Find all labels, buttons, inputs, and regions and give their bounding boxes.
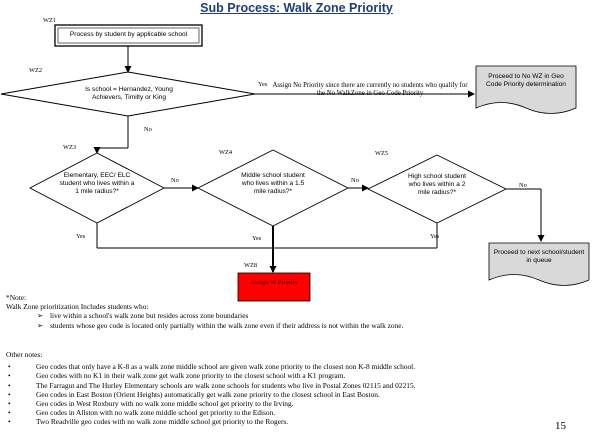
page-title: Sub Process: Walk Zone Priority <box>200 1 393 15</box>
bullet-icon: • <box>8 408 11 418</box>
decision-wz3: Elementary, EEC/ ELC student who lives w… <box>59 172 135 196</box>
proceed-no-wz-shape <box>475 65 577 114</box>
assign-no-priority-text: Assign No Priority since there are curre… <box>272 82 468 98</box>
bullet-icon: • <box>8 362 11 372</box>
tag-wz2: WZ2 <box>29 67 43 74</box>
start-box-inner <box>57 27 200 44</box>
other-notes-heading: Other notes: <box>6 350 43 359</box>
edge-label-yes-wz2: Yes <box>258 81 268 88</box>
edge-label-yes-wz5: Yes <box>430 233 440 240</box>
decision-wz5: High school student who lives within a 2… <box>408 173 466 197</box>
assign-wz-priority-shape <box>237 272 311 302</box>
list-item: •Geo codes in Allston with no walk zone … <box>8 408 276 418</box>
list-item: •The Farragut and The Hurley Elementary … <box>8 380 416 390</box>
edge-label-no-wz4: No <box>351 177 359 184</box>
arrow-bullet-icon: ➢ <box>37 311 44 321</box>
start-box: Process by student by applicable school <box>69 31 188 38</box>
bullet-icon: • <box>8 399 11 409</box>
other-notes-list: •Geo codes that only have a K-8 as a wal… <box>6 362 591 426</box>
proceed-next: Proceed to next school/student in queue <box>493 249 585 265</box>
proceed-no-wz: Proceed to No WZ in Geo Code Priority de… <box>486 73 566 89</box>
edge-label-no-wz2: No <box>144 126 152 133</box>
bullet-icon: • <box>8 380 11 390</box>
tag-wz4: WZ4 <box>219 149 233 156</box>
proceed-next-shape <box>488 242 590 286</box>
decision-wz4: Middle school student who lives within a… <box>241 172 305 196</box>
list-item: ➢students whose geo code is located only… <box>37 320 404 330</box>
other-notes-section: Other notes: •Geo codes that only have a… <box>6 350 591 427</box>
edge-label-yes-wz4: Yes <box>252 235 262 242</box>
assign-wz-priority: Assign W Priority <box>250 279 298 286</box>
list-item: •Geo codes in East Boston (Orient Height… <box>8 389 380 399</box>
arrow-bullet-icon: ➢ <box>37 320 44 330</box>
tag-wz5: WZ5 <box>375 150 389 157</box>
tag-wz1: WZ1 <box>43 17 57 24</box>
bullet-icon: • <box>8 417 11 427</box>
page-number: 15 <box>555 420 566 432</box>
list-item: •Geo codes in West Roxbury with no walk … <box>8 399 294 409</box>
list-item: ➢live within a school's walk zone but re… <box>37 311 249 321</box>
edge-label-no-wz5: No <box>519 182 527 189</box>
tag-wz3: WZ3 <box>63 144 77 151</box>
list-item: •Geo codes with no K1 in their walk zone… <box>8 371 346 381</box>
tag-wz8: WZ8 <box>244 262 258 269</box>
note-list: ➢live within a school's walk zone but re… <box>6 311 591 329</box>
list-item: •Two Readville geo codes with no walk zo… <box>8 417 289 427</box>
bullet-icon: • <box>8 371 11 381</box>
list-item: •Geo codes that only have a K-8 as a wal… <box>8 362 416 372</box>
note-intro: Walk Zone prioritization Includes studen… <box>6 302 149 312</box>
note-section: *Note: Walk Zone prioritization Includes… <box>6 293 591 330</box>
edge-label-yes-wz3: Yes <box>76 233 86 240</box>
edge-label-no-wz3: No <box>171 177 179 184</box>
note-heading: *Note: <box>6 293 27 302</box>
decision-wz2: Is school = Hernandez, Young Achievers, … <box>85 86 173 102</box>
bullet-icon: • <box>8 389 11 399</box>
